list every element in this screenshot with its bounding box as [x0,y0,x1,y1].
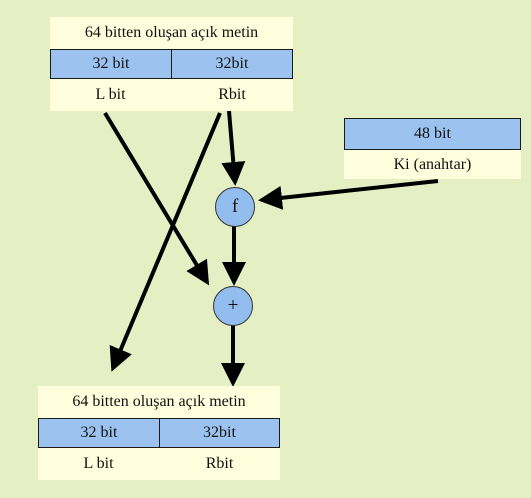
top-left-size-cell: 32 bit [50,49,172,79]
key-label: Ki (anahtar) [344,150,521,179]
arrow-key-to-f [258,179,439,210]
bottom-left-label: L bit [38,448,159,480]
bottom-right-label: Rbit [159,448,280,480]
bottom-block-title: 64 bitten oluşan açık metin [38,386,280,418]
key-size-cell: 48 bit [344,118,521,150]
top-left-label: L bit [50,79,171,111]
bottom-left-size-cell: 32 bit [38,418,160,448]
xor-node: + [213,286,253,326]
top-right-label: Rbit [171,79,293,111]
arrow-rbit-to-f [221,110,246,186]
top-right-size-cell: 32bit [171,49,293,79]
bottom-right-size-cell: 32bit [159,418,280,448]
arrow-rbit-to-bottom-lbit [109,112,222,372]
top-block-title: 64 bitten oluşan açık metin [50,17,293,49]
f-function-node: f [215,187,255,227]
arrow-lbit-to-xor [103,111,210,286]
